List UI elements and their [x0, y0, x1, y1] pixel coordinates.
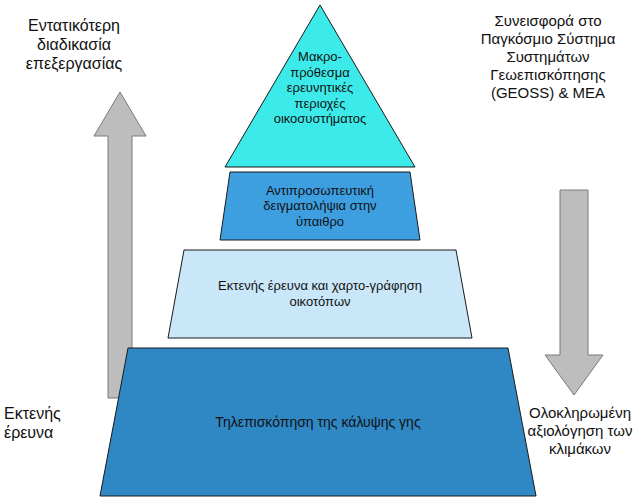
band-shape	[100, 348, 536, 496]
band-text-holder: Αντιπροσωπευτική δειγματολήψια στην ύπαι…	[245, 183, 395, 230]
pyramid-band: Εκτενής έρευνα και χαρτο-γράφηση οικοτόπ…	[168, 250, 472, 338]
side-label: Εκτενής έρευνα	[4, 404, 74, 442]
side-label-box: Εκτενής έρευνα	[4, 404, 74, 442]
side-label: Ολοκληρωμένη αξιολόγηση των κλιμάκων	[524, 404, 636, 458]
pyramid-base: Τηλεπισκόπηση της κάλυψης γης	[100, 348, 536, 496]
side-label: Συνεισφορά στο Παγκόσμιο Σύστημα Συστημά…	[462, 12, 634, 102]
band-text: Μακρο-πρόθεσμα ερευνητικές περιοχές οικο…	[225, 5, 415, 127]
pyramid-apex: Μακρο-πρόθεσμα ερευνητικές περιοχές οικο…	[225, 5, 415, 167]
band-shape	[168, 250, 472, 338]
band-text: Αντιπροσωπευτική δειγματολήψια στην ύπαι…	[245, 183, 395, 230]
pyramid-band: Αντιπροσωπευτική δειγματολήψια στην ύπαι…	[220, 172, 420, 240]
band-text: Τηλεπισκόπηση της κάλυψης γης	[168, 414, 468, 431]
band-shape	[225, 5, 415, 167]
side-label-box: Συνεισφορά στο Παγκόσμιο Σύστημα Συστημά…	[462, 12, 634, 102]
band-text: Εκτενής έρευνα και χαρτο-γράφηση οικοτόπ…	[215, 278, 425, 309]
band-text-holder: Τηλεπισκόπηση της κάλυψης γης	[168, 414, 468, 431]
side-label-box: Ολοκληρωμένη αξιολόγηση των κλιμάκων	[524, 404, 636, 458]
side-label: Εντατικότερη διαδικασία επεξεργασίας	[4, 16, 144, 74]
band-text-holder: Εκτενής έρευνα και χαρτο-γράφηση οικοτόπ…	[215, 278, 425, 309]
band-shape	[220, 172, 420, 240]
side-label-box: Εντατικότερη διαδικασία επεξεργασίας	[4, 16, 144, 74]
down-arrow	[545, 190, 603, 395]
